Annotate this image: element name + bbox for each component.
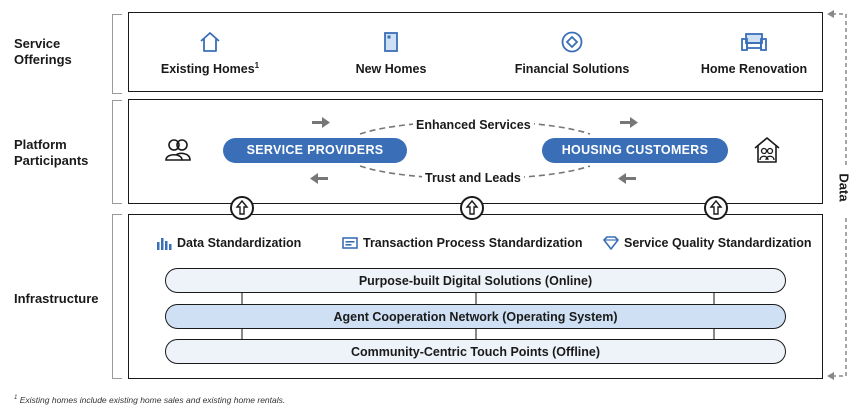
layer-agent-network: Agent Cooperation Network (Operating Sys… xyxy=(165,304,786,329)
service-offerings-box xyxy=(128,12,823,92)
house-people-icon xyxy=(754,137,780,163)
layer-link xyxy=(241,329,243,340)
layer-digital-solutions: Purpose-built Digital Solutions (Online) xyxy=(165,268,786,293)
offering-new-homes: New Homes xyxy=(331,30,451,78)
layer-link xyxy=(713,292,715,306)
diamond-coin-icon xyxy=(561,31,583,53)
arrow-right-top xyxy=(312,117,330,128)
bracket-service xyxy=(112,14,122,94)
arrow-left-top xyxy=(827,10,834,18)
layer-link xyxy=(241,292,243,306)
offering-financial-solutions: Financial Solutions xyxy=(507,30,637,78)
connector-up-arrow-icon xyxy=(460,196,484,220)
arrow-left-bottom xyxy=(827,372,834,380)
offering-label: Home Renovation xyxy=(700,62,808,76)
layer-link xyxy=(713,329,715,340)
gem-icon xyxy=(603,236,619,250)
bar-chart-icon xyxy=(157,238,172,250)
std-label: Transaction Process Standardization xyxy=(363,236,583,250)
arrow-right-top-2 xyxy=(620,117,638,128)
footnote-marker: 1 xyxy=(254,60,260,70)
offering-label: New Homes xyxy=(355,62,427,76)
transaction-process-standardization: Transaction Process Standardization xyxy=(342,236,583,250)
offering-existing-homes: Existing Homes1 xyxy=(150,30,270,78)
card-icon xyxy=(342,237,358,249)
data-side-label: Data xyxy=(836,173,852,202)
sofa-icon xyxy=(741,33,767,51)
house-icon xyxy=(200,32,220,52)
layer-link xyxy=(475,292,477,306)
arrow-left-bottom-2 xyxy=(618,173,636,184)
std-label: Data Standardization xyxy=(177,236,302,250)
row-label-infrastructure: Infrastructure xyxy=(14,291,99,306)
layer-touch-points: Community-Centric Touch Points (Offline) xyxy=(165,339,786,364)
people-icon xyxy=(165,139,191,161)
data-loop xyxy=(827,10,847,380)
footnote-text: Existing homes include existing home sal… xyxy=(19,395,286,405)
offering-home-renovation: Home Renovation xyxy=(692,30,816,78)
enhanced-services-label: Enhanced Services xyxy=(413,118,534,132)
footnote: 1 Existing homes include existing home s… xyxy=(14,395,285,405)
std-label: Service Quality Standardization xyxy=(624,236,812,250)
row-label-platform-participants: Platform Participants xyxy=(14,137,89,168)
arrow-left-bottom xyxy=(310,173,328,184)
trust-and-leads-label: Trust and Leads xyxy=(422,171,524,185)
bracket-platform xyxy=(112,100,122,204)
footnote-marker: 1 xyxy=(14,395,18,402)
flow-arcs xyxy=(310,117,638,184)
offering-label: Existing Homes xyxy=(160,62,255,76)
data-standardization: Data Standardization xyxy=(156,236,301,250)
connector-up-arrow-icon xyxy=(230,196,254,220)
offering-label: Financial Solutions xyxy=(514,62,630,76)
housing-customers-pill: HOUSING CUSTOMERS xyxy=(542,138,728,163)
bracket-infra xyxy=(112,214,122,379)
row-label-service-offerings: Service Offerings xyxy=(14,36,72,67)
door-icon xyxy=(384,32,398,52)
service-quality-standardization: Service Quality Standardization xyxy=(603,236,812,250)
service-providers-pill: SERVICE PROVIDERS xyxy=(223,138,407,163)
layer-link xyxy=(475,329,477,340)
connector-up-arrow-icon xyxy=(704,196,728,220)
